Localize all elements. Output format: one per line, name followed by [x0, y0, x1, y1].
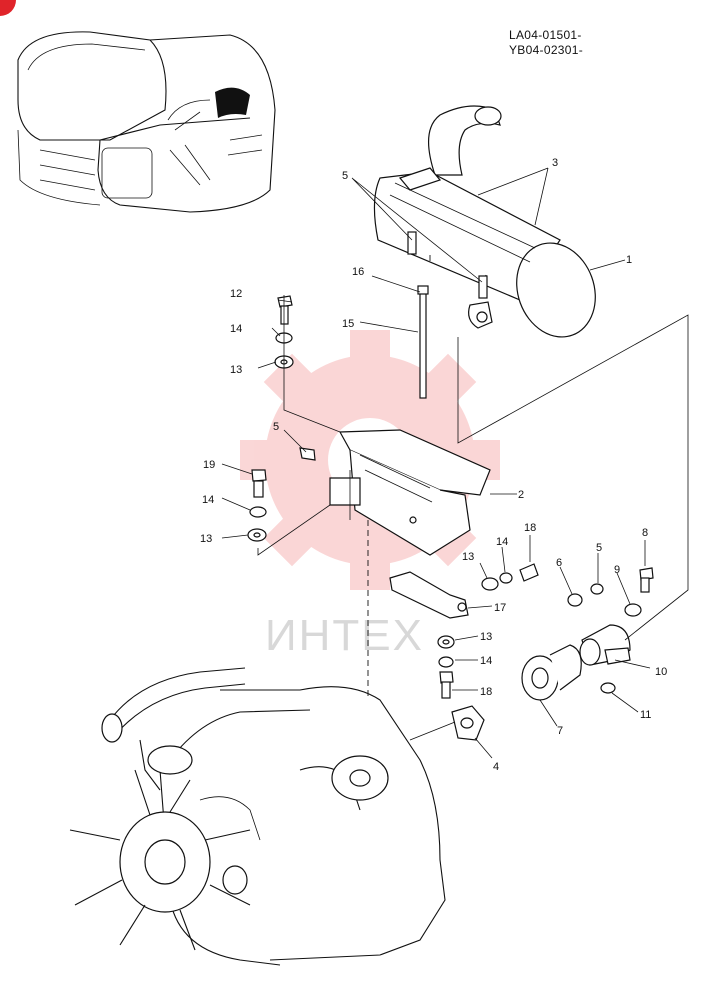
- callout-2: 2: [518, 489, 524, 501]
- callout-9: 9: [614, 564, 620, 576]
- callout-13a: 13: [230, 364, 242, 376]
- leader-lines: [221, 167, 689, 759]
- callout-labels: 1 2 3 4 5 5 5 6 7 8 9 10 11 12 13 13 13 …: [200, 157, 667, 773]
- callout-16: 16: [352, 266, 364, 278]
- bracket-part: [329, 429, 491, 556]
- flange-part: [451, 705, 485, 741]
- callout-15: 15: [342, 318, 354, 330]
- plate-part: [389, 571, 469, 619]
- callout-13b: 13: [200, 533, 212, 545]
- callout-14c: 14: [496, 536, 508, 548]
- callout-6: 6: [556, 557, 562, 569]
- fasteners-middle: [437, 563, 539, 699]
- callout-14b: 14: [202, 494, 214, 506]
- serial-code-1: LA04-01501-: [509, 28, 582, 42]
- rod-part: [417, 285, 429, 399]
- callout-1: 1: [626, 254, 632, 266]
- callout-14a: 14: [230, 323, 242, 335]
- callout-13c: 13: [462, 551, 474, 563]
- corner-badge-icon: [0, 0, 16, 16]
- callout-12: 12: [230, 288, 242, 300]
- callout-7: 7: [557, 725, 563, 737]
- serial-code-2: YB04-02301-: [509, 43, 584, 57]
- callout-10: 10: [655, 666, 667, 678]
- callout-18a: 18: [524, 522, 536, 534]
- watermark-text: ИНТЕХ: [265, 611, 424, 660]
- machine-inset-illustration: [17, 31, 276, 213]
- callout-11: 11: [640, 709, 651, 721]
- callout-13d: 13: [480, 631, 492, 643]
- clamp-part: [567, 567, 654, 694]
- callout-19: 19: [203, 459, 215, 471]
- callout-5a: 5: [342, 170, 348, 182]
- callout-18b: 18: [480, 686, 492, 698]
- callout-4: 4: [493, 761, 499, 773]
- callout-14d: 14: [480, 655, 492, 667]
- engine-illustration: [69, 520, 456, 966]
- callout-17: 17: [494, 602, 506, 614]
- pipe-part: [521, 644, 582, 701]
- muffler: [373, 105, 596, 338]
- callout-5c: 5: [596, 542, 602, 554]
- callout-3: 3: [552, 157, 558, 169]
- callout-5b: 5: [273, 421, 279, 433]
- callout-8: 8: [642, 527, 648, 539]
